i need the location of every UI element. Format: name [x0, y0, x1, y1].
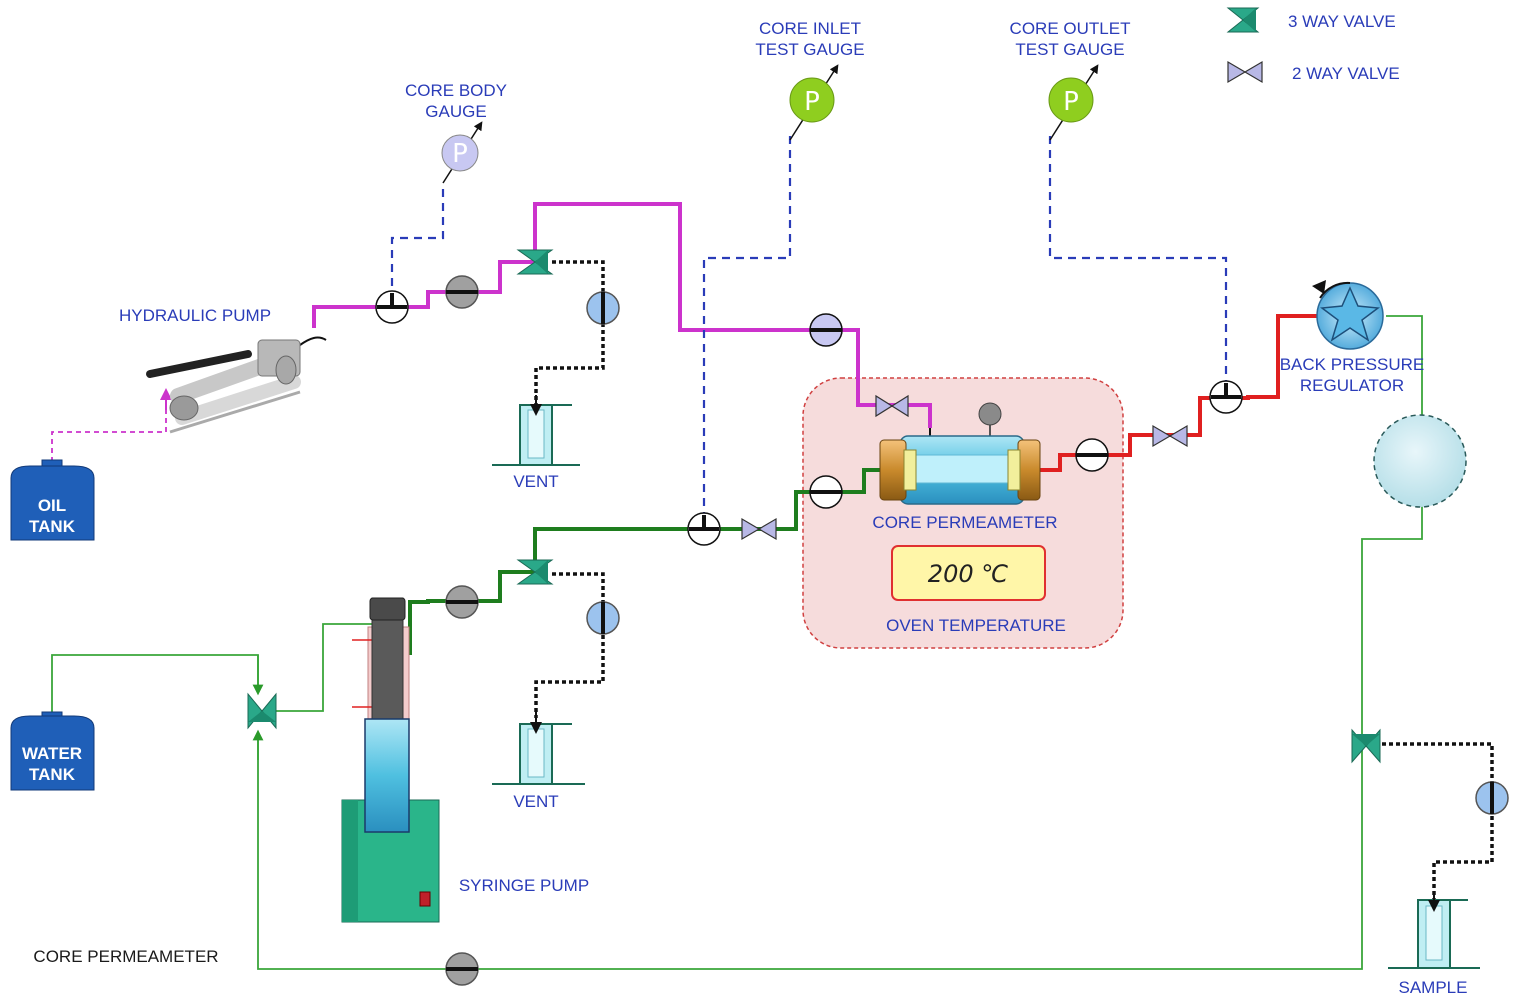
- back-pressure-regulator-label-2: REGULATOR: [1300, 376, 1404, 395]
- three-way-valve-water[interactable]: [516, 559, 554, 585]
- oil-line: [312, 202, 932, 428]
- core-outlet-gauge-label-2: TEST GAUGE: [1015, 40, 1124, 59]
- ball-valve-inlet-water[interactable]: [809, 475, 843, 509]
- core-pressure-indicator: [978, 402, 1002, 426]
- tee-junction-oil: [375, 290, 409, 324]
- legend-two-way-icon: [1227, 60, 1263, 84]
- oven-temperature-label: OVEN TEMPERATURE: [886, 616, 1066, 635]
- ball-valve-water[interactable]: [445, 585, 479, 619]
- water-tank-feed: [51, 654, 259, 714]
- legend-three-way-label: 3 WAY VALVE: [1288, 12, 1396, 31]
- vent-label-top: VENT: [513, 472, 558, 491]
- sample-vessel[interactable]: [1388, 892, 1480, 969]
- back-pressure-regulator[interactable]: [1312, 280, 1384, 350]
- core-body-gauge-symbol: P: [452, 139, 468, 169]
- two-way-valve-water-inlet[interactable]: [741, 517, 777, 541]
- sample-label: SAMPLE: [1399, 978, 1468, 997]
- outlet-gauge-signal: [1048, 130, 1228, 388]
- syringe-pump[interactable]: [341, 597, 440, 923]
- temperature-display: [891, 545, 1046, 601]
- oil-tank[interactable]: OIL TANK: [10, 459, 95, 541]
- outlet-line: [1038, 314, 1318, 472]
- legend: 3 WAY VALVE 2 WAY VALVE: [1226, 7, 1400, 84]
- core-body-gauge-label-1: CORE BODY: [405, 81, 507, 100]
- vent-valve-top[interactable]: [586, 291, 620, 325]
- pump-feed: [274, 623, 372, 712]
- core-outlet-gauge-symbol: P: [1063, 87, 1079, 117]
- vent-vessel-bottom[interactable]: [492, 712, 585, 785]
- core-body-gauge-label-2: GAUGE: [425, 102, 486, 121]
- hydraulic-pump-label: HYDRAULIC PUMP: [119, 306, 271, 325]
- temperature-value: 200 ℃: [928, 560, 1008, 588]
- ball-valve-return[interactable]: [445, 952, 479, 986]
- core-inlet-gauge[interactable]: P: [789, 64, 839, 141]
- filter-element: [1373, 414, 1467, 508]
- vent-line-bottom: [534, 572, 605, 718]
- three-way-valve-tank[interactable]: [247, 692, 277, 730]
- oil-tank-label-1: OIL: [38, 496, 66, 515]
- body-gauge-signal: [390, 185, 445, 300]
- vent-line-top: [534, 260, 605, 405]
- inlet-gauge-signal: [702, 130, 792, 520]
- vent-vessel-top[interactable]: [492, 395, 580, 466]
- water-tank-label-2: TANK: [29, 765, 76, 784]
- core-outlet-gauge-label-1: CORE OUTLET: [1010, 19, 1131, 38]
- legend-two-way-label: 2 WAY VALVE: [1292, 64, 1400, 83]
- core-permeameter[interactable]: [879, 402, 1041, 505]
- back-pressure-regulator-label-1: BACK PRESSURE: [1280, 355, 1425, 374]
- syringe-pump-indicator: [419, 891, 431, 907]
- tee-junction-outlet: [1209, 380, 1243, 414]
- sample-valve[interactable]: [1475, 781, 1509, 815]
- core-inlet-gauge-label-1: CORE INLET: [759, 19, 861, 38]
- three-way-valve-oil[interactable]: [516, 249, 554, 275]
- syringe-pump-label: SYRINGE PUMP: [459, 876, 589, 895]
- tee-junction-water: [687, 512, 721, 546]
- return-line: [257, 315, 1423, 970]
- core-permeameter-label: CORE PERMEAMETER: [872, 513, 1057, 532]
- hydraulic-pump[interactable]: [146, 336, 327, 434]
- legend-three-way-icon: [1226, 7, 1260, 33]
- core-body-gauge[interactable]: P: [441, 121, 483, 184]
- ball-valve-inlet-oil[interactable]: [809, 313, 843, 347]
- core-inlet-gauge-symbol: P: [804, 87, 820, 117]
- oil-tank-label-2: TANK: [29, 517, 76, 536]
- three-way-valve-sample[interactable]: [1351, 728, 1381, 764]
- oil-supply-line: [51, 396, 167, 462]
- sample-line: [1382, 742, 1494, 900]
- ball-valve-outlet[interactable]: [1075, 438, 1109, 472]
- two-way-valve-outlet[interactable]: [1152, 424, 1188, 448]
- water-tank-label-1: WATER: [22, 744, 82, 763]
- core-inlet-gauge-label-2: TEST GAUGE: [755, 40, 864, 59]
- vent-label-bottom: VENT: [513, 792, 558, 811]
- core-outlet-gauge[interactable]: P: [1048, 64, 1099, 141]
- diagram-caption: CORE PERMEAMETER: [33, 947, 218, 966]
- water-tank[interactable]: WATER TANK: [10, 711, 95, 791]
- vent-valve-bottom[interactable]: [586, 601, 620, 635]
- ball-valve-oil[interactable]: [445, 275, 479, 309]
- two-way-valve-oil-inlet[interactable]: [875, 394, 909, 418]
